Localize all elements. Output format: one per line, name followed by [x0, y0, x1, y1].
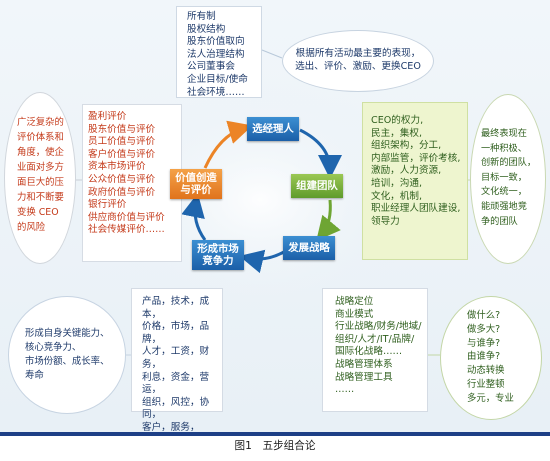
ceo-box-item: CEO的权力,	[371, 115, 424, 126]
top-box-item: 股东价值取向	[187, 36, 245, 48]
ceo-box-item: 文化，机制,	[371, 190, 423, 202]
strategy-box: 战略定位 商业模式 行业战略/财务/地域/ 组织/人才/IT/品牌/ 国际化战略…	[322, 288, 428, 412]
left-box-item: 客户价值与评价	[88, 148, 156, 160]
top-box-item: 所有制	[187, 11, 216, 22]
arrow-2-to-3	[316, 199, 341, 241]
ceo-box-item: 激励，人力资源,	[371, 165, 442, 177]
diagram-canvas: 所有制股权结构股东价值取向法人治理结构公司董事会企业目标/使命社会环境…… 根据…	[0, 0, 550, 432]
arrow-5-to-1	[203, 120, 253, 169]
left-box-item: 公众价值与评价	[88, 173, 156, 185]
arrow-4-to-5	[181, 193, 207, 241]
left-box-item: 资本市场评价	[88, 161, 146, 173]
ceo-box-item: 内部监管，评价考核,	[371, 152, 461, 164]
team-outcome-oval: 最终表现在 一种积极、 创新的团队， 目标一致， 文化统一， 能顽强地竞 争的团…	[470, 94, 546, 264]
left-box-item: 股东价值与评价	[88, 123, 156, 135]
top-box-item: 企业目标/使命	[187, 73, 248, 85]
governance-box: 所有制股权结构股东价值取向法人治理结构公司董事会企业目标/使命社会环境……	[176, 6, 262, 98]
top-box-item: 公司董事会	[187, 61, 235, 73]
strategy-questions-oval: 做什么? 做多大? 与谁争? 由谁争? 动态转换 行业整顿 多元，专业	[440, 296, 542, 420]
ceo-box-item: 组织架构，分工,	[371, 140, 442, 152]
ceo-box-item: 领导力	[371, 215, 400, 227]
figure-caption: 图1 五步组合论	[234, 440, 316, 452]
left-box-item: 社会传媒评价……	[88, 224, 165, 236]
core-competence-oval: 形成自身关键能力、 核心竞争力、 市场份额、成长率、 寿命	[8, 296, 126, 414]
select-ceo-oval: 根据所有活动最主要的表现， 选出、评价、激励、更换CEO	[282, 30, 434, 92]
arrow-1-to-2	[299, 128, 342, 179]
left-box-item: 员工价值与评价	[88, 136, 156, 148]
left-box-item: 银行评价	[88, 199, 127, 211]
left-box-item: 供应商价值与评价	[88, 211, 165, 223]
top-box-item: 法人治理结构	[187, 48, 245, 60]
left-box-item: 政府价值与评价	[88, 186, 156, 198]
left-box-item: 盈利评价	[88, 111, 127, 122]
connector-top	[261, 49, 283, 59]
step-develop-strategy: 发展战略	[283, 236, 335, 260]
competitiveness-factors-box: 产品，技术，成本， 价格，市场，品牌， 人才，工资，财务， 利息，资金，营运， …	[131, 288, 223, 432]
evaluation-box: 盈利评价股东价值与评价员工价值与评价客户价值与评价资本市场评价公众价值与评价政府…	[82, 104, 182, 262]
ceo-box-item: 民主，集权,	[371, 127, 423, 139]
step-select-manager: 选经理人	[247, 117, 299, 141]
top-box-item: 社会环境……	[187, 86, 245, 98]
top-box-item: 股权结构	[187, 23, 226, 35]
arrow-3-to-4	[239, 249, 285, 274]
ceo-box-item: 培训，沟通,	[371, 177, 423, 189]
step-market-competitiveness: 形成市场 竞争力	[192, 240, 244, 270]
ceo-box-item: 职业经理人团队建设,	[371, 203, 461, 215]
evaluation-pressure-oval: 广泛复杂的 评价体系和 角度，使企 业面对多方 面巨大的压 力和不断要 变换 C…	[4, 92, 76, 264]
team-building-box: CEO的权力,民主，集权,组织架构，分工,内部监管，评价考核,激励，人力资源,培…	[362, 102, 468, 260]
step-build-team: 组建团队	[291, 174, 343, 198]
caption-bar	[0, 432, 550, 436]
step-value-creation: 价值创造 与评价	[170, 169, 222, 199]
